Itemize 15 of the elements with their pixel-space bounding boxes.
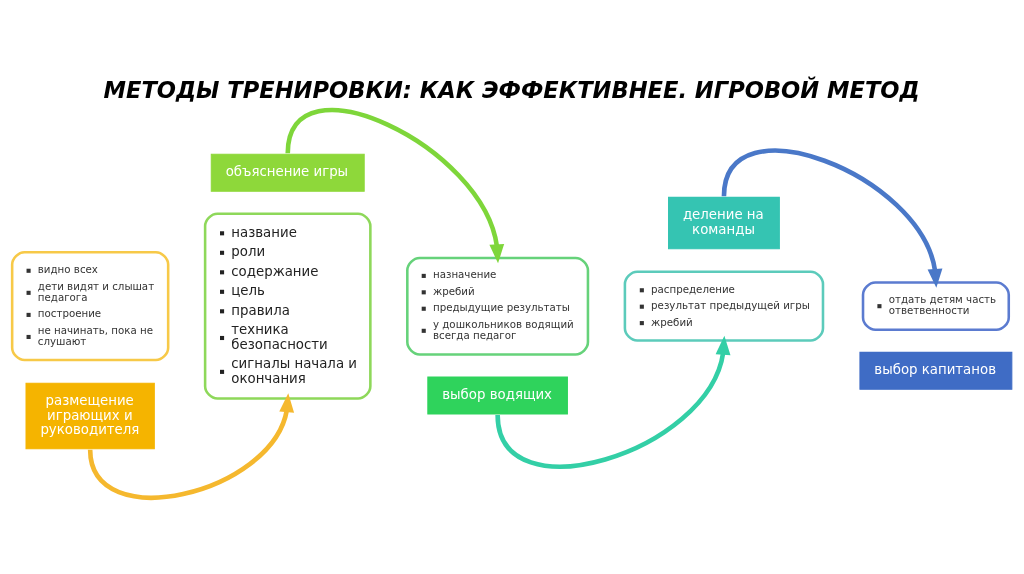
node-box: назначение жребий предыдущие результаты у дошкольников водящий всегда педагог bbox=[406, 256, 590, 356]
node-box: название роли содержание цель правила техника безопасности сигналы начала и окончания bbox=[203, 212, 372, 400]
node-box: распределение результат предыдущей игры жребий bbox=[623, 270, 825, 342]
arrow bbox=[87, 392, 295, 500]
arrow bbox=[721, 148, 943, 288]
arrow bbox=[285, 107, 505, 263]
node-box: выбор капитанов bbox=[859, 351, 1013, 390]
node-box: выбор водящих bbox=[427, 376, 568, 414]
node-box: деление на команды bbox=[668, 196, 780, 249]
node-box: отдать детям часть ответвенности bbox=[861, 280, 1011, 331]
arrow bbox=[495, 335, 731, 469]
node-box: видно всех дети видят и слышат педагога построение не начинать, пока не слушают bbox=[10, 250, 170, 361]
node-box: размещение играющих и руководителя bbox=[25, 382, 155, 449]
diagram-title: МЕТОДЫ ТРЕНИРОВКИ: КАК ЭФФЕКТИВНЕЕ. ИГРОВОЙ МЕТОД bbox=[103, 76, 920, 103]
node-box: объяснение игры bbox=[210, 153, 365, 192]
